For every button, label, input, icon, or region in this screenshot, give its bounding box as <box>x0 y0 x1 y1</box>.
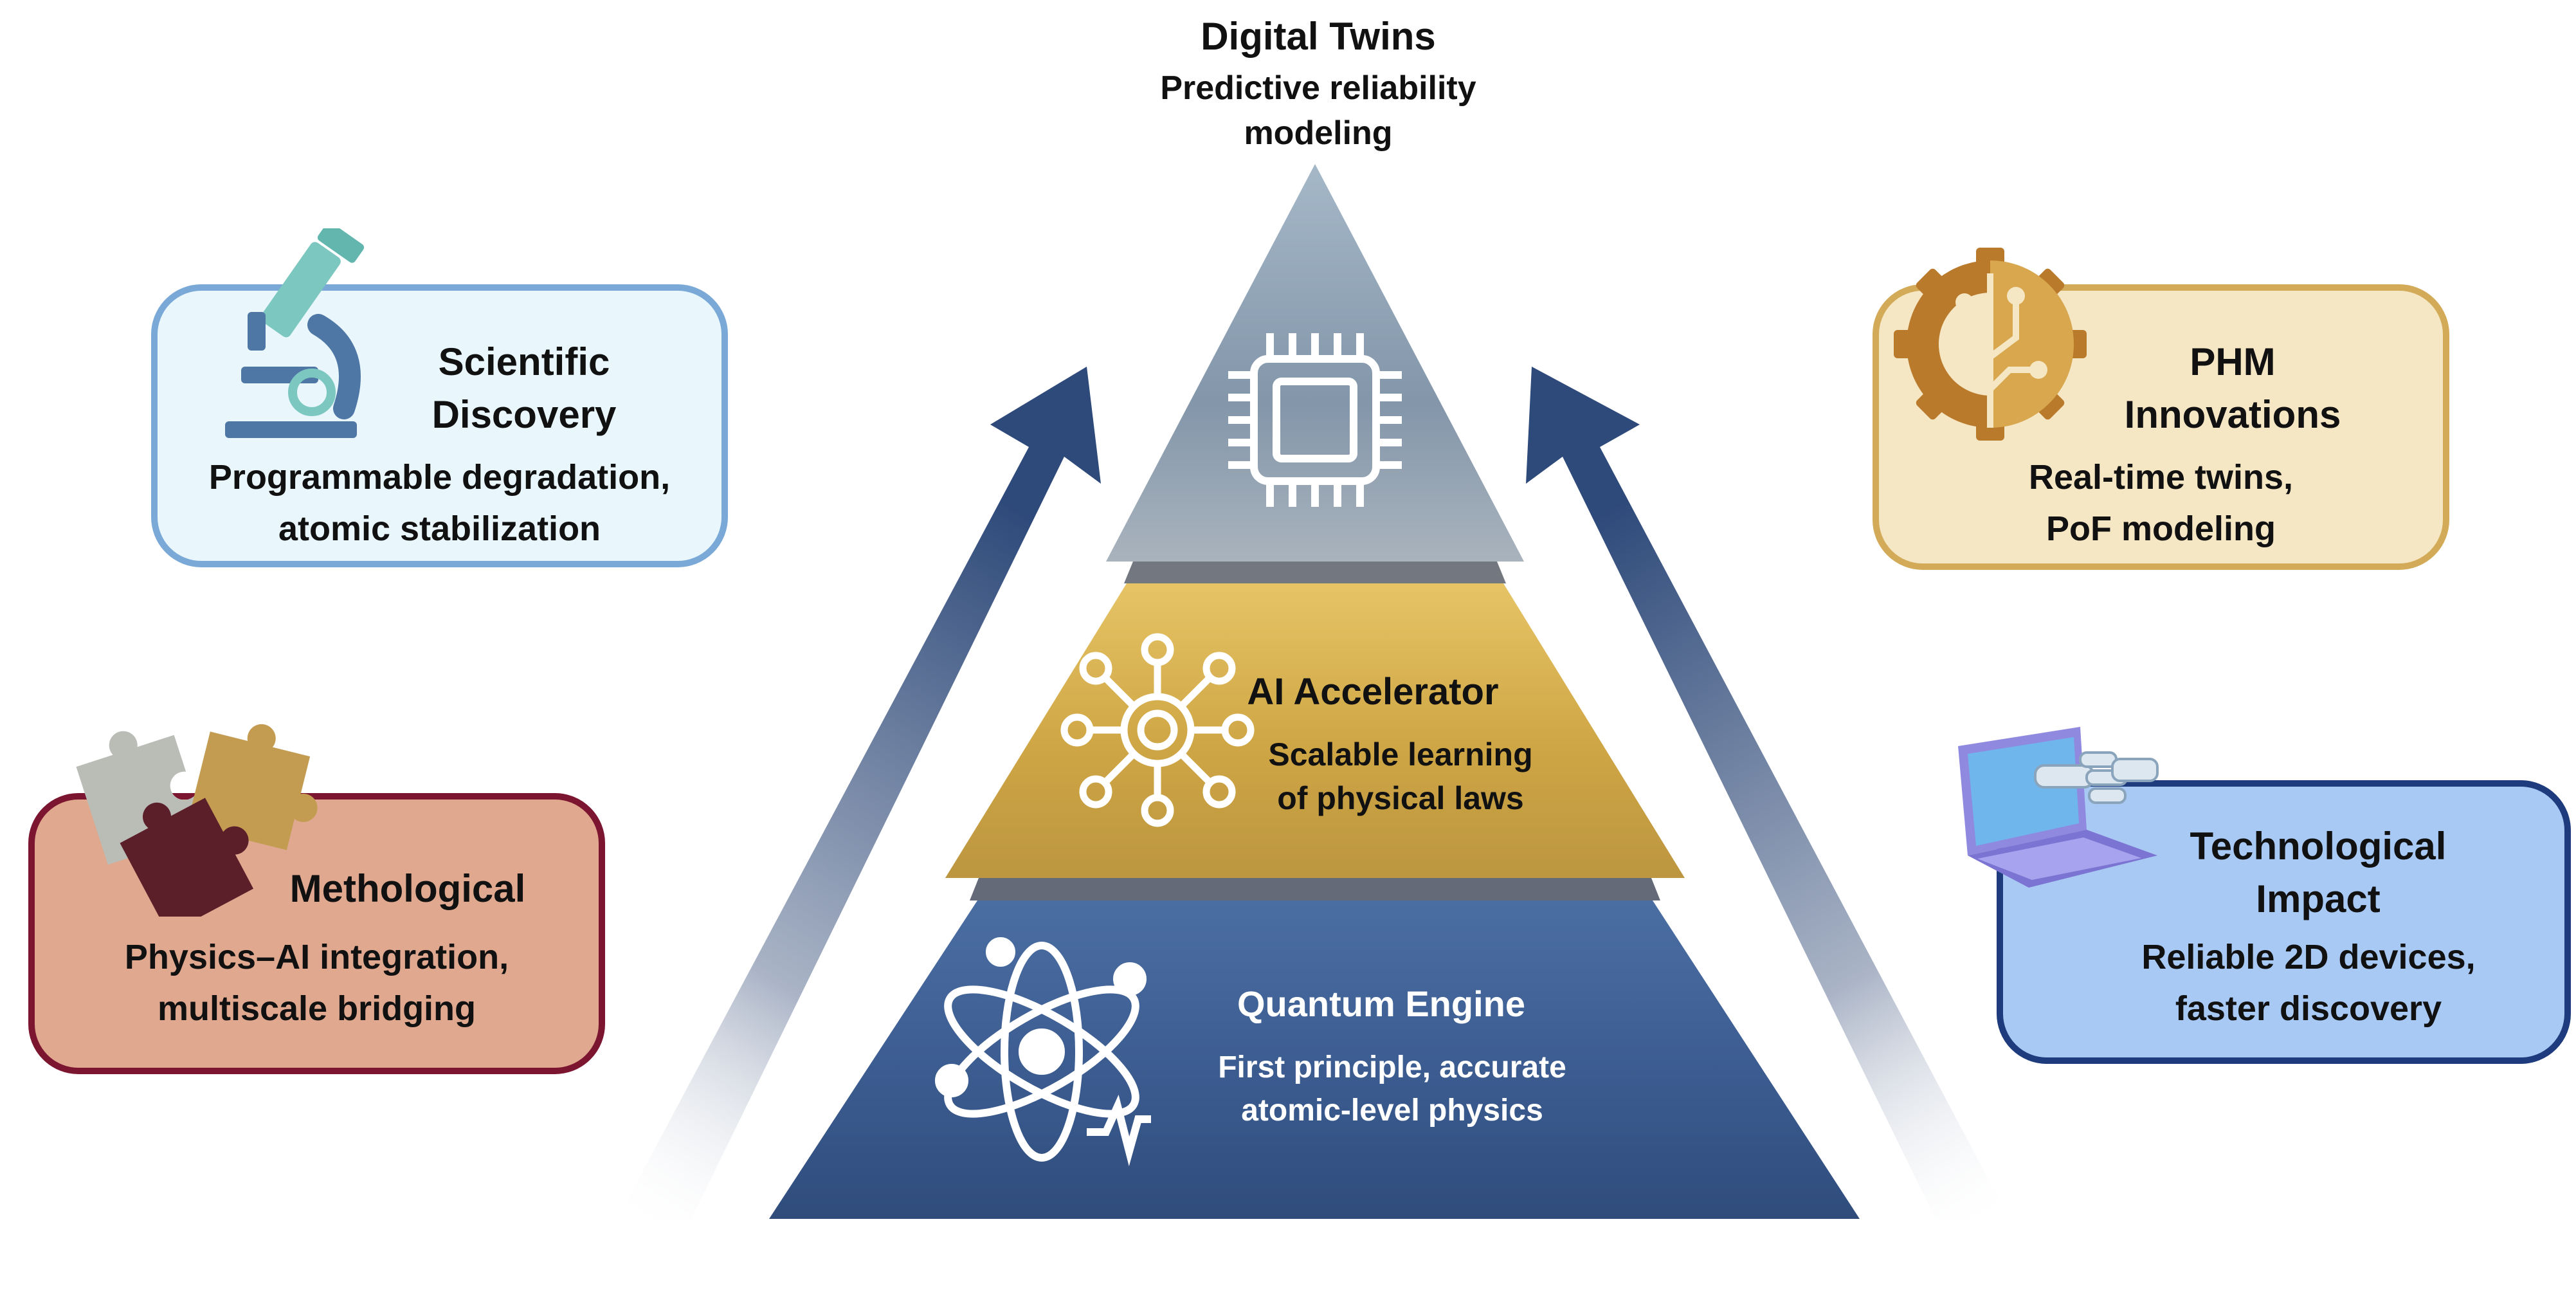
quantum-engine-title: Quantum Engine <box>1237 983 1525 1024</box>
ai-accelerator-line1: Scalable learning <box>1268 736 1532 772</box>
technological-impact-title-line2: Impact <box>2256 877 2381 920</box>
right-upward-arrow <box>1526 367 2009 1219</box>
phm-innovations-body-line2: PoF modeling <box>2046 509 2276 548</box>
technological-impact-body-line2: faster discovery <box>2175 989 2442 1028</box>
pyramid-bottom-tier <box>769 900 1860 1219</box>
tier-gap-lower <box>970 878 1660 900</box>
cpu-chip-icon <box>1228 333 1402 507</box>
scientific-discovery-body-line1: Programmable degradation, <box>208 458 671 497</box>
gear-circuit-icon <box>1894 248 2087 441</box>
atom-icon <box>935 937 1151 1167</box>
neural-network-icon <box>1060 633 1255 827</box>
laptop-robot-hand-icon <box>1958 727 2159 888</box>
ai-accelerator-title: AI Accelerator <box>1247 671 1498 713</box>
phm-innovations-card: PHM Innovations Real-time twins, PoF mod… <box>1873 284 2449 570</box>
quantum-engine-line1: First principle, accurate <box>1218 1050 1566 1084</box>
phm-innovations-title-line2: Innovations <box>2124 393 2341 436</box>
digital-twins-subtitle-line2: modeling <box>1244 114 1393 152</box>
technological-impact-card: Technological Impact Reliable 2D devices… <box>1997 780 2571 1064</box>
scientific-discovery-title-line2: Discovery <box>431 393 617 436</box>
scientific-discovery-title-line1: Scientific <box>438 340 610 383</box>
microscope-icon <box>225 228 365 438</box>
puzzle-icon <box>76 724 318 917</box>
ai-accelerator-line2: of physical laws <box>1277 780 1523 816</box>
methological-title: Methological <box>289 867 526 910</box>
methological-body-line1: Physics–AI integration, <box>124 938 509 976</box>
technological-impact-body-line1: Reliable 2D devices, <box>2141 938 2476 976</box>
phm-innovations-title-line1: PHM <box>2190 340 2276 383</box>
digital-twins-label: Digital Twins Predictive reliability mod… <box>1042 8 1595 156</box>
tier-gap-upper <box>1124 562 1506 583</box>
technological-impact-title-line1: Technological <box>2190 825 2447 868</box>
phm-innovations-body-line1: Real-time twins, <box>2028 458 2294 497</box>
methological-body-line2: multiscale bridging <box>157 989 476 1028</box>
pyramid-middle-tier <box>945 583 1685 878</box>
left-upward-arrow <box>617 367 1101 1219</box>
quantum-engine-line2: atomic-level physics <box>1241 1093 1543 1128</box>
digital-twins-title: Digital Twins <box>1201 15 1436 58</box>
digital-twins-subtitle-line1: Predictive reliability <box>1160 69 1476 107</box>
scientific-discovery-body-line2: atomic stabilization <box>278 509 601 548</box>
